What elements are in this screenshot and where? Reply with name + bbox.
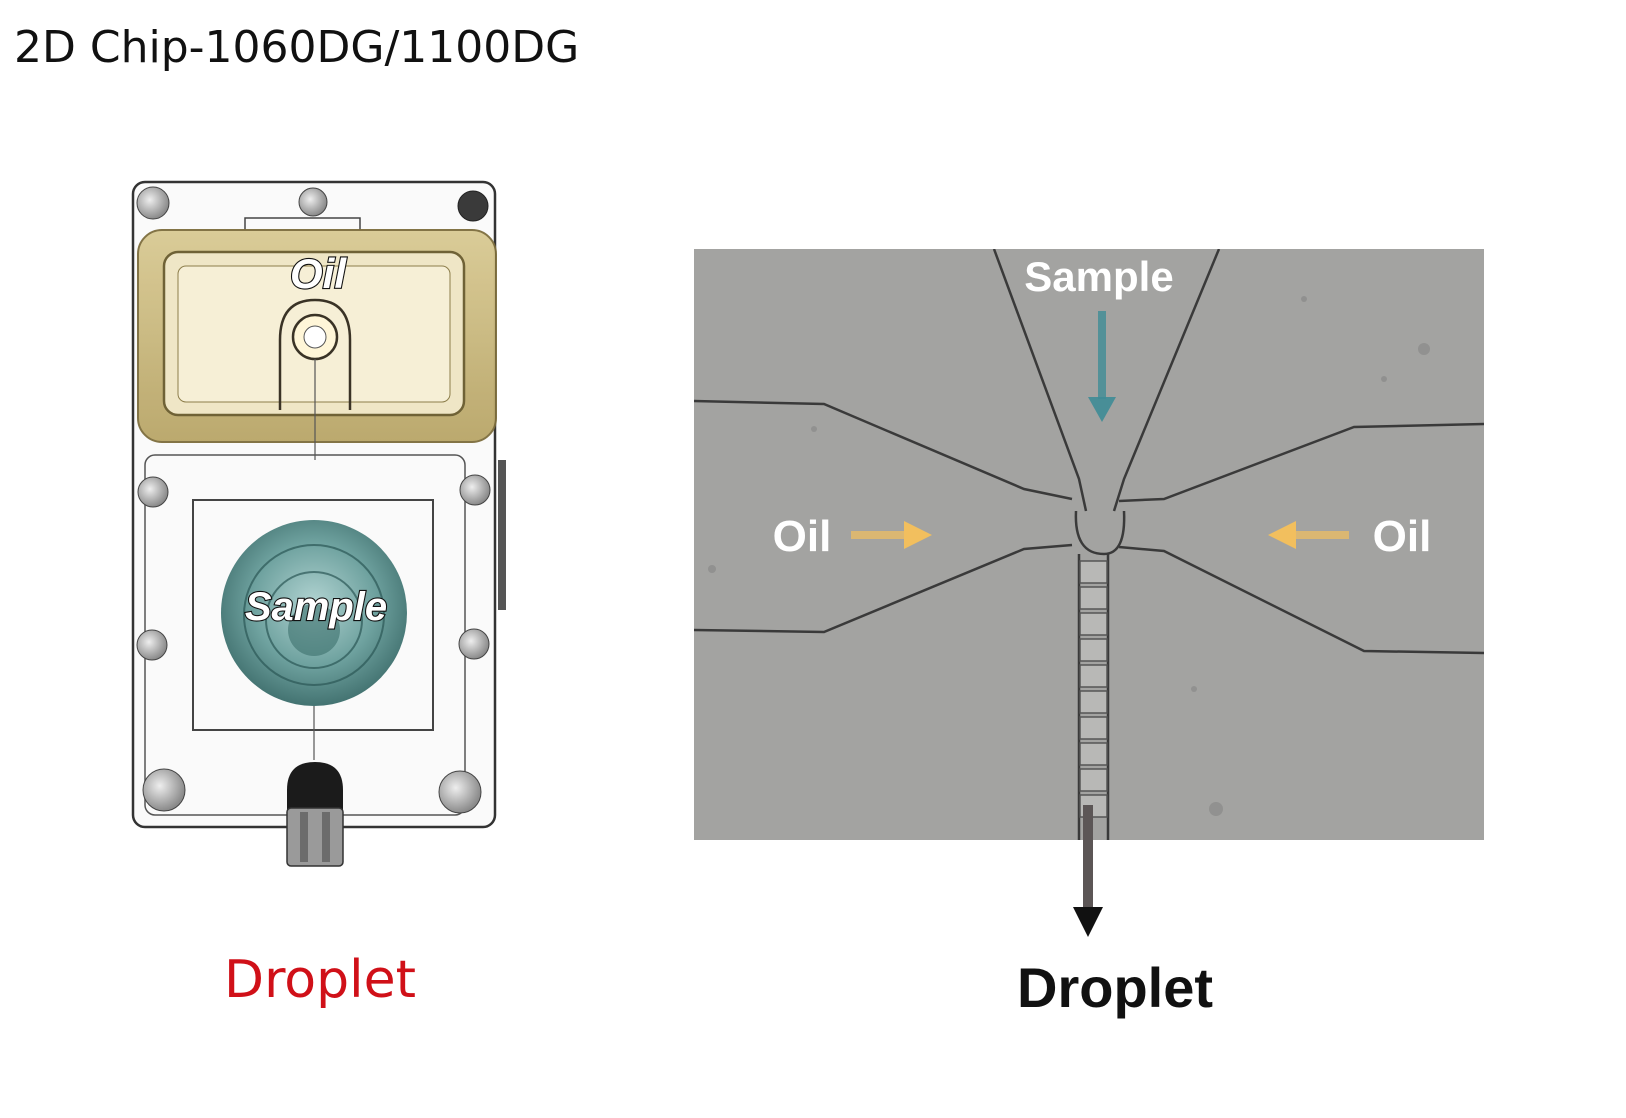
sample-flow-arrow	[1088, 311, 1116, 422]
chip-illustration: Oil Sample	[131, 180, 506, 867]
micrograph-caption: Droplet	[1017, 956, 1213, 1019]
oil-right-flow-arrow	[1268, 521, 1349, 549]
chip-bolts	[136, 186, 491, 814]
chip-caption: Droplet	[224, 950, 416, 1010]
micro-oil-right-label: Oil	[1373, 512, 1432, 561]
chip-sample-label: Sample	[245, 585, 387, 629]
chip-oil-label: Oil	[290, 250, 347, 297]
droplet-train	[1079, 560, 1108, 818]
oil-left-flow-arrow	[851, 521, 932, 549]
page-title: 2D Chip-1060DG/1100DG	[14, 22, 580, 73]
droplet-junction-micrograph: Sample Oil Oil	[694, 249, 1484, 840]
sample-well	[221, 520, 407, 760]
micro-sample-label: Sample	[1024, 253, 1173, 300]
micrograph-background	[694, 249, 1484, 840]
droplet-outlet	[286, 762, 344, 867]
oil-reservoir	[137, 229, 497, 460]
channel-walls	[694, 249, 1484, 840]
micro-oil-left-label: Oil	[773, 512, 832, 561]
droplet-outlet-arrow	[1073, 805, 1103, 937]
